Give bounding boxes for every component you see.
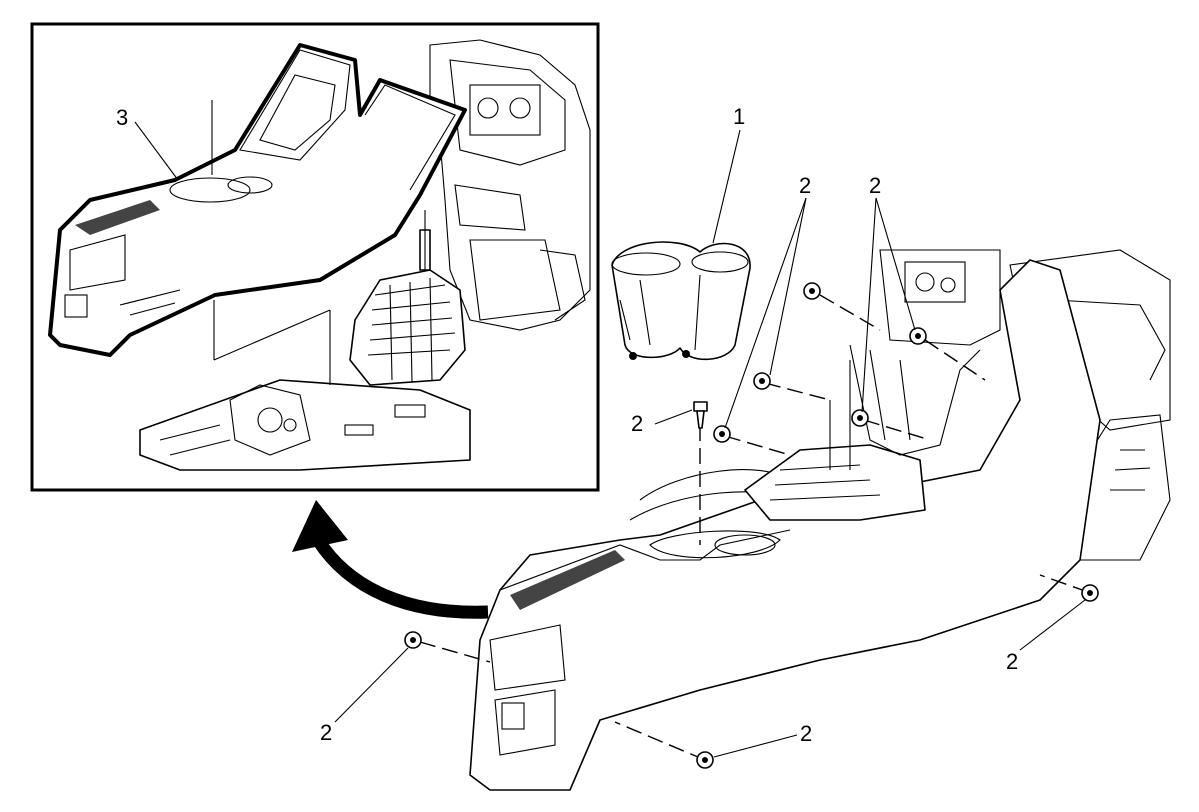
screw-vertical (693, 401, 708, 429)
cup-holder-icon: 1 (611, 104, 751, 361)
callout-label-1: 1 (733, 104, 745, 129)
inset-floor-bracket (139, 379, 471, 471)
screw-bottom-right (1081, 584, 1099, 602)
main-console-body (469, 259, 1101, 791)
callout-2-top-left: 2 (724, 173, 811, 429)
callout-label-2: 2 (799, 173, 811, 198)
inset-shifter-mechanism (349, 229, 466, 386)
screw-bottom-center (696, 751, 714, 769)
callout-label-2: 2 (800, 721, 812, 746)
screw-top-left (803, 282, 821, 300)
callout-2-bottom-left: 2 (320, 647, 409, 745)
inset-console-cover-part-3 (48, 43, 467, 357)
callout-label-2: 2 (320, 720, 332, 745)
callout-2-bottom-center: 2 (713, 721, 812, 758)
screw-mid-left (753, 372, 771, 390)
curved-arrow-icon (292, 500, 489, 619)
callout-label-2: 2 (869, 173, 881, 198)
callout-label-2: 2 (1006, 649, 1018, 674)
callout-label-2: 2 (631, 411, 643, 436)
callout-2-top-right: 2 (861, 173, 916, 413)
screw-icon (404, 282, 1099, 769)
callout-2-screw-vertical: 2 (631, 409, 693, 436)
callout-2-bottom-right: 2 (1006, 599, 1086, 674)
callout-label-3: 3 (116, 105, 128, 130)
alignment-lines (419, 294, 1089, 761)
main-shifter-boot (744, 344, 981, 521)
screw-lower-left (713, 425, 731, 443)
detail-inset: 3 (30, 22, 600, 492)
screw-bottom-left (404, 631, 422, 649)
screw-mid-right (851, 409, 869, 427)
inset-fastener-lines (211, 100, 426, 385)
screw-top-right (909, 327, 927, 345)
callout-3: 3 (116, 105, 179, 181)
